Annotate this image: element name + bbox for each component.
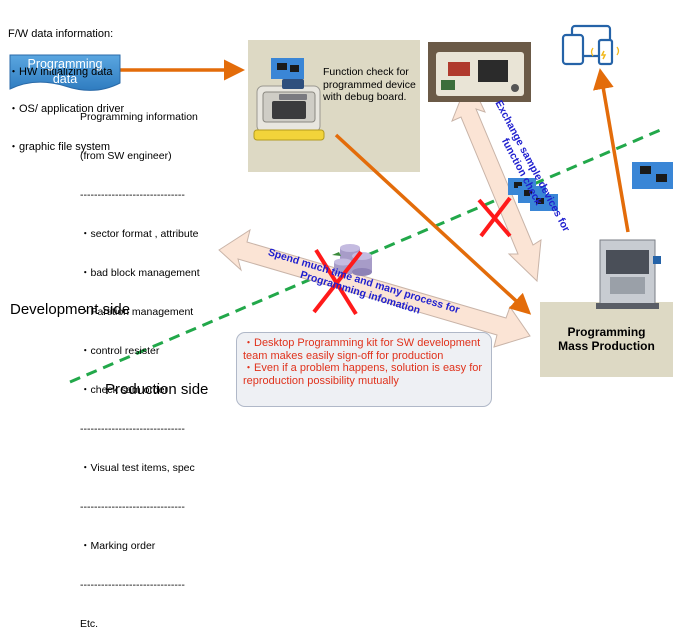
separator: ------------------------------ [80, 579, 185, 591]
chips-right-image [632, 162, 673, 189]
programming-data-line2: data [52, 72, 78, 86]
development-side-label: Development side [10, 301, 131, 318]
separator: ------------------------------ [80, 189, 185, 201]
info-item: ・check sam order [80, 384, 169, 396]
separator: ------------------------------ [80, 501, 185, 513]
programming-info-title: Programming information [80, 111, 198, 123]
red-cross-exchange [477, 196, 512, 238]
fw-info-title: F/W data information: [8, 28, 114, 40]
function-to-mass-arrow [334, 133, 532, 315]
production-side-label: Production side [105, 381, 209, 398]
programming-data-line1: Programming [27, 57, 103, 71]
callout-line1: ・Desktop Programming kit for SW developm… [243, 337, 481, 362]
programming-data-label: Programming data [10, 57, 120, 87]
programming-info-subtitle: (from SW engineer) [80, 150, 172, 162]
programming-info-block: Programming information (from SW enginee… [80, 85, 200, 644]
mass-to-device-arrow [593, 68, 630, 233]
fw-info-item: ・HW initializing data [8, 65, 113, 78]
fw-info-item: ・OS/ application driver [8, 103, 125, 115]
info-item: ・Visual test items, spec [80, 462, 195, 474]
mobile-devices-icon [561, 24, 620, 66]
info-etc: Etc. [80, 618, 99, 630]
mass-production-line2: Mass Production [558, 338, 655, 353]
programming-data-document [9, 54, 121, 91]
info-item: ・bad block management [80, 267, 200, 279]
red-cross-spend [312, 248, 363, 316]
benefit-callout: ・Desktop Programming kit for SW developm… [236, 332, 492, 407]
exchange-double-arrow [451, 76, 542, 283]
mass-production-label: Programming Mass Production [540, 325, 673, 353]
info-item: ・Partition management [80, 306, 194, 318]
diagram-canvas [9, 24, 673, 384]
spend-double-arrow [218, 228, 531, 348]
callout-line2: ・Even if a problem happens, solution is … [243, 362, 483, 387]
info-item: ・sector format , attribute [80, 228, 199, 240]
mass-production-machine-image [596, 239, 661, 309]
function-check-text: Function check for programmed device wit… [323, 66, 416, 103]
programmer-device-image [253, 79, 325, 141]
info-item: ・Marking order [80, 540, 156, 552]
mass-production-line1: Programming [567, 325, 646, 339]
info-item: ・control resister [80, 345, 160, 357]
separator: ------------------------------ [80, 423, 185, 435]
fw-info-block: F/W data information: ・HW initializing d… [8, 3, 124, 166]
debug-board-image [428, 42, 531, 102]
fw-info-item: ・graphic file system [8, 140, 111, 153]
sample-chips-image [508, 178, 558, 211]
chip-image [271, 58, 304, 79]
